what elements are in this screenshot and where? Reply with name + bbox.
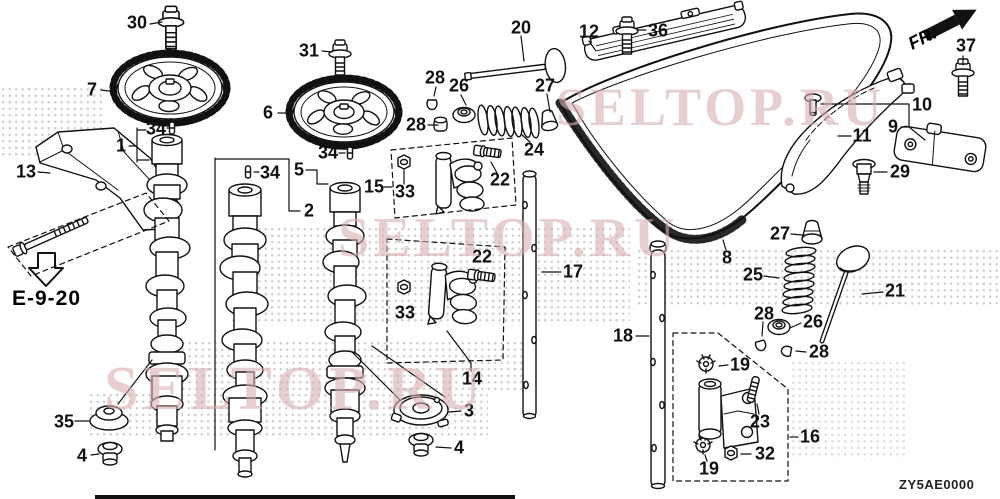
spring-seat-26 bbox=[452, 106, 476, 124]
cam-sprocket-7 bbox=[109, 49, 231, 127]
callout-34-c: 34 bbox=[317, 142, 339, 163]
callout-17: 17 bbox=[562, 261, 584, 282]
callout-1: 1 bbox=[115, 135, 127, 156]
callout-19-a: 19 bbox=[729, 354, 751, 375]
sealing-plug-4 bbox=[97, 441, 123, 466]
callout-35: 35 bbox=[53, 411, 75, 432]
callout-20: 20 bbox=[510, 17, 532, 38]
rocker-shaft-17 bbox=[522, 170, 537, 420]
callout-23: 23 bbox=[749, 411, 771, 432]
camshaft-5 bbox=[322, 181, 367, 463]
reference-label: E-9-20 bbox=[12, 287, 82, 310]
callout-26-a: 26 bbox=[448, 75, 470, 96]
callout-4-a: 4 bbox=[453, 437, 465, 458]
callout-28-c: 28 bbox=[753, 303, 775, 324]
valve-spring-24 bbox=[477, 104, 540, 139]
callout-14: 14 bbox=[461, 368, 483, 389]
bolt-22 bbox=[472, 143, 503, 160]
callout-10: 10 bbox=[911, 94, 933, 115]
valve-cotter-28 bbox=[754, 339, 768, 353]
callout-30: 30 bbox=[126, 12, 148, 33]
callout-11: 11 bbox=[852, 125, 872, 146]
callout-2: 2 bbox=[303, 200, 315, 221]
callout-31: 31 bbox=[298, 40, 320, 61]
callout-29: 29 bbox=[889, 161, 911, 182]
valve-cotter-28 bbox=[433, 116, 448, 132]
callout-3: 3 bbox=[463, 400, 475, 421]
flange-bolt-31 bbox=[328, 39, 352, 78]
valve-cotter-28 bbox=[426, 99, 438, 111]
callout-32: 32 bbox=[754, 443, 776, 464]
callout-8: 8 bbox=[721, 247, 733, 268]
callout-21: 21 bbox=[884, 280, 906, 301]
callout-25: 25 bbox=[742, 264, 764, 285]
callout-28-d: 28 bbox=[808, 341, 830, 362]
dowel-pin-34 bbox=[244, 165, 252, 179]
callout-4-b: 4 bbox=[76, 445, 88, 466]
callout-33-b: 33 bbox=[394, 302, 416, 323]
pulser-plate-3 bbox=[390, 394, 449, 428]
callout-36: 36 bbox=[647, 20, 669, 41]
flange-bolt-30 bbox=[157, 5, 185, 50]
sealing-plug-4 bbox=[408, 432, 434, 457]
nut-32 bbox=[724, 445, 738, 461]
tensioner-bolt-29 bbox=[852, 158, 876, 195]
callout-7: 7 bbox=[86, 79, 98, 100]
stud-23 bbox=[746, 375, 760, 403]
dowel-pin-34 bbox=[346, 146, 354, 160]
pin-10 bbox=[804, 93, 822, 117]
callout-13: 13 bbox=[15, 161, 37, 182]
callout-26-b: 26 bbox=[802, 311, 824, 332]
valve-spring-25 bbox=[781, 246, 817, 315]
drawing-code: ZY5AE0000 bbox=[899, 477, 975, 492]
callout-18: 18 bbox=[612, 325, 634, 346]
callout-12: 12 bbox=[578, 21, 600, 42]
callout-27-b: 27 bbox=[769, 223, 791, 244]
spring-seat-26 bbox=[767, 318, 791, 336]
callout-33-a: 33 bbox=[394, 181, 416, 202]
lock-washer-19 bbox=[696, 354, 716, 374]
callout-34-b: 34 bbox=[259, 162, 281, 183]
fr-direction-arrow-icon bbox=[922, 9, 977, 41]
callout-6: 6 bbox=[262, 102, 274, 123]
valve-20 bbox=[464, 47, 567, 84]
callout-15: 15 bbox=[363, 176, 385, 197]
callout-34-a: 34 bbox=[145, 118, 167, 139]
group-boxes bbox=[7, 137, 789, 482]
callout-5: 5 bbox=[293, 159, 305, 180]
valve-21 bbox=[819, 245, 870, 344]
spring-retainer-27 bbox=[541, 109, 559, 132]
camshaft-2 bbox=[219, 183, 269, 478]
spring-retainer-27 bbox=[801, 219, 823, 245]
camshaft-1 bbox=[143, 133, 191, 442]
rocker-shaft-18 bbox=[649, 240, 667, 490]
rubber-cap-35 bbox=[89, 405, 129, 431]
callout-27-a: 27 bbox=[534, 75, 556, 96]
callout-22-b: 22 bbox=[471, 246, 493, 267]
valve-cotter-28 bbox=[779, 344, 793, 358]
callout-28-b: 28 bbox=[405, 114, 427, 135]
callout-37: 37 bbox=[955, 35, 977, 56]
page-edge-artifact bbox=[95, 495, 515, 499]
callout-9: 9 bbox=[887, 116, 899, 137]
leader-lines bbox=[37, 21, 964, 462]
halftone-block bbox=[790, 360, 905, 460]
nut-33 bbox=[397, 279, 411, 295]
reference-bolt bbox=[12, 216, 89, 257]
callout-16: 16 bbox=[799, 426, 821, 447]
callout-28-a: 28 bbox=[424, 67, 446, 88]
callout-24: 24 bbox=[523, 139, 545, 160]
nut-33 bbox=[397, 154, 411, 170]
halftone-block bbox=[636, 248, 1000, 306]
cam-sprocket-6 bbox=[285, 74, 403, 150]
callout-19-b: 19 bbox=[698, 458, 720, 479]
rocker-arm-assembly-15 bbox=[435, 151, 485, 215]
callout-22-a: 22 bbox=[489, 169, 511, 190]
setting-plate-9 bbox=[893, 122, 987, 173]
